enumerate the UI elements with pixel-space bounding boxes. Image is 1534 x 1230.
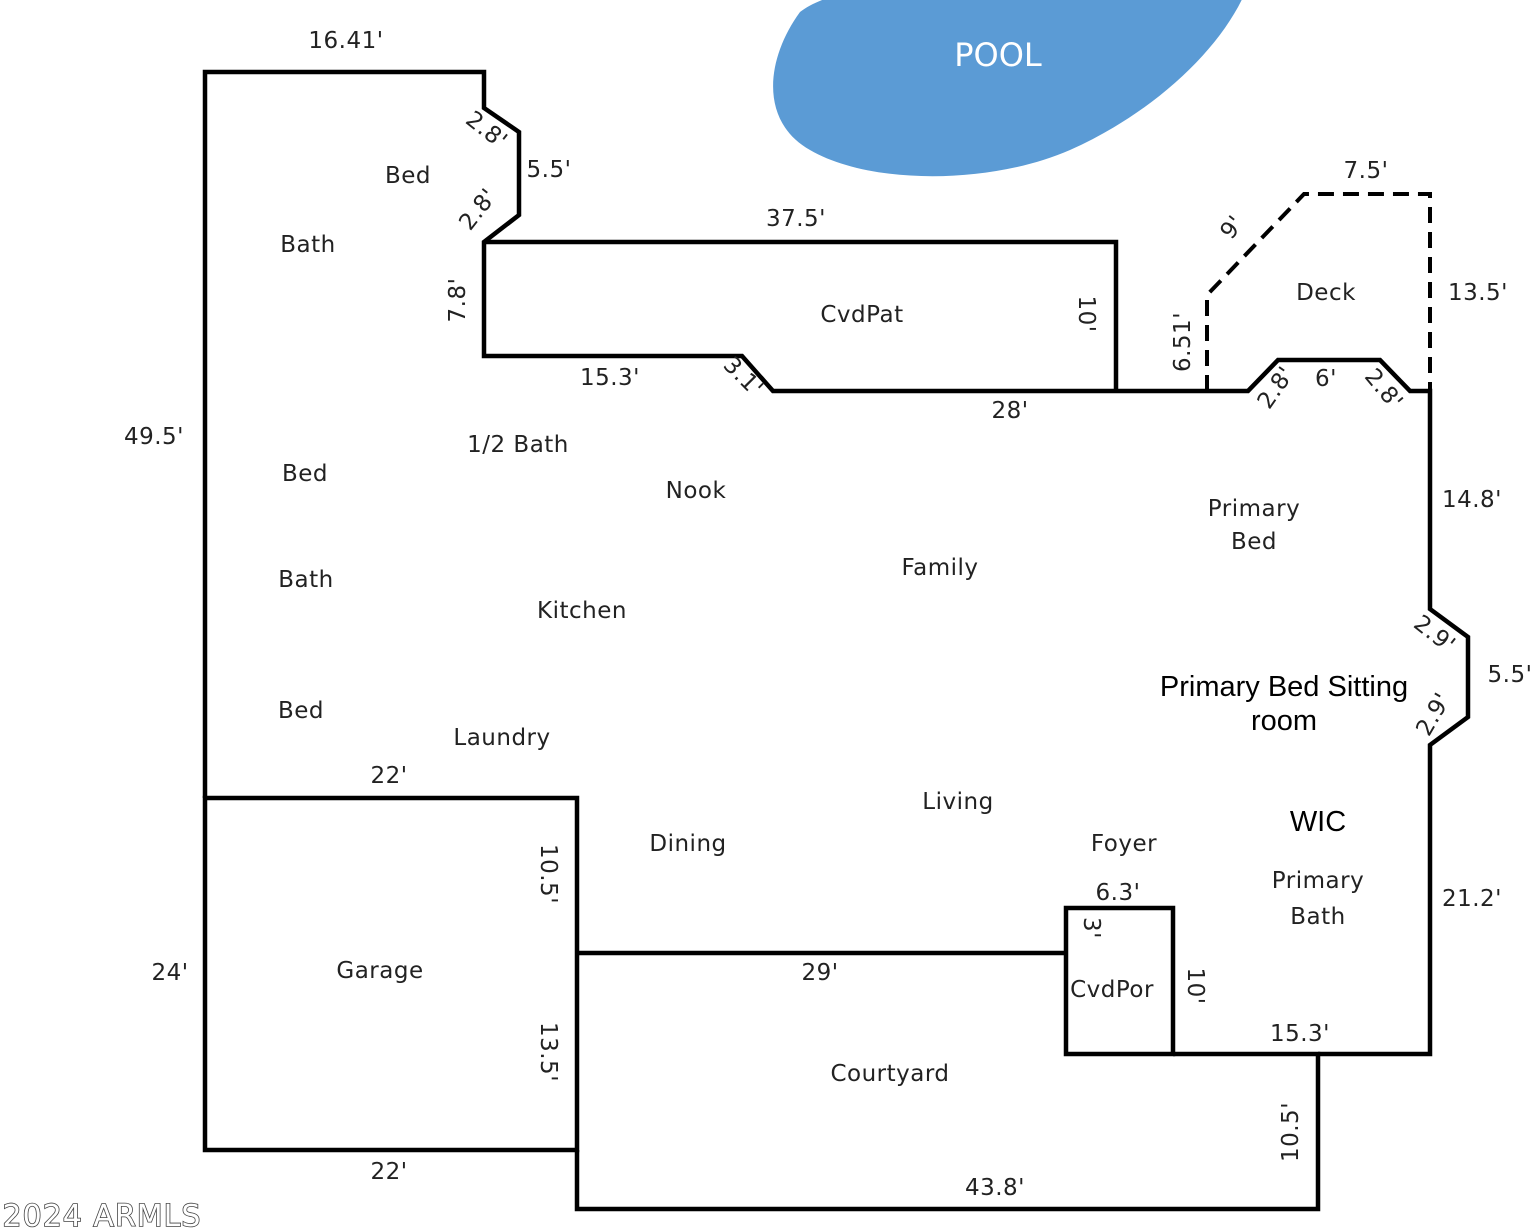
room-deck: Deck [1296,280,1356,306]
dim-notch-lower: 2.8' [454,184,502,235]
dim-garage-right-upper: 10.5' [535,844,561,904]
room-primary-sitting-line1: Primary Bed Sitting [1160,671,1408,703]
dim-patio-bottom-right: 28' [991,398,1028,424]
dim-deck-top: 7.5' [1344,158,1389,184]
room-primary-bed-line2: Bed [1231,529,1277,555]
room-bath-middle: Bath [278,567,333,593]
room-living: Living [922,789,993,815]
room-kitchen: Kitchen [537,598,627,624]
dim-patio-bottom-left: 15.3' [580,365,640,391]
covered-porch-outline [1063,905,1176,1057]
dim-bottom-total: 43.8' [965,1175,1025,1201]
room-foyer: Foyer [1091,831,1157,857]
deck-outline [1205,192,1432,391]
dim-porch-left: 3' [1078,917,1104,939]
dim-bay-left: 2.8' [1253,362,1300,414]
room-covered-patio: CvdPat [820,302,903,328]
dim-courtyard-top: 29' [801,960,838,986]
dim-deck-left: 6.51' [1170,312,1196,372]
room-half-bath: 1/2 Bath [467,432,569,458]
dim-sit-upper: 2.9' [1409,610,1460,658]
room-wic: WIC [1290,806,1346,838]
house-outline [202,69,1471,1057]
dim-top-left: 16.41' [308,28,383,54]
room-primary-bath-line2: Bath [1290,904,1345,930]
dim-left-total: 49.5' [124,424,184,450]
dimension-labels: 16.41' 2.8' 5.5' 2.8' 37.5' 7.8' 10' 15.… [124,28,1532,1201]
dim-courtyard-right: 10.5' [1278,1102,1304,1162]
copyright-watermark: 2024 ARMLS [3,1199,202,1230]
dim-notch-side: 5.5' [527,157,572,183]
room-bath-upper: Bath [280,232,335,258]
pool-label: POOL [954,36,1042,74]
dim-patio-left: 7.8' [445,278,471,323]
dim-deck-diag: 9' [1215,211,1249,244]
room-bed-lower: Bed [278,698,324,724]
room-bed-middle: Bed [282,461,328,487]
dim-bay-right: 2.8' [1359,364,1408,415]
dim-sit-side: 5.5' [1488,662,1533,688]
room-primary-sitting-line2: room [1251,705,1317,737]
dim-garage-left: 24' [151,960,188,986]
dim-bay-mid: 6' [1315,366,1337,392]
room-bed-upper: Bed [385,163,431,189]
dim-porch-top: 6.3' [1096,880,1141,906]
dim-patio-right: 10' [1073,295,1099,332]
dim-garage-right-lower: 13.5' [535,1022,561,1082]
room-primary-bath-line1: Primary [1272,868,1364,894]
dim-notch-upper: 2.8' [461,106,512,154]
room-primary-bed-line1: Primary [1208,496,1300,522]
covered-patio-outline [484,239,1119,391]
room-laundry: Laundry [453,725,550,751]
dim-garage-top: 22' [370,763,407,789]
room-labels: Bed Bath CvdPat Deck 1/2 Bath Bed Nook P… [278,163,1408,1087]
dim-patio-top: 37.5' [766,206,826,232]
pool: POOL [773,0,1242,177]
pool-shape [773,0,1242,177]
dim-right-lower: 21.2' [1442,886,1502,912]
dim-patio-angle: 3.1' [718,352,768,402]
dim-bath-bottom: 15.3' [1270,1021,1330,1047]
room-courtyard: Courtyard [830,1061,949,1087]
room-garage: Garage [336,958,423,984]
dim-deck-right: 13.5' [1448,280,1508,306]
room-dining: Dining [649,831,726,857]
dim-garage-bottom: 22' [370,1159,407,1185]
dim-porch-right: 10' [1182,967,1208,1004]
courtyard-outline [574,1051,1321,1212]
room-family: Family [901,555,978,581]
dim-right-upper: 14.8' [1442,487,1502,513]
room-nook: Nook [666,478,727,504]
room-covered-porch: CvdPor [1070,977,1154,1003]
